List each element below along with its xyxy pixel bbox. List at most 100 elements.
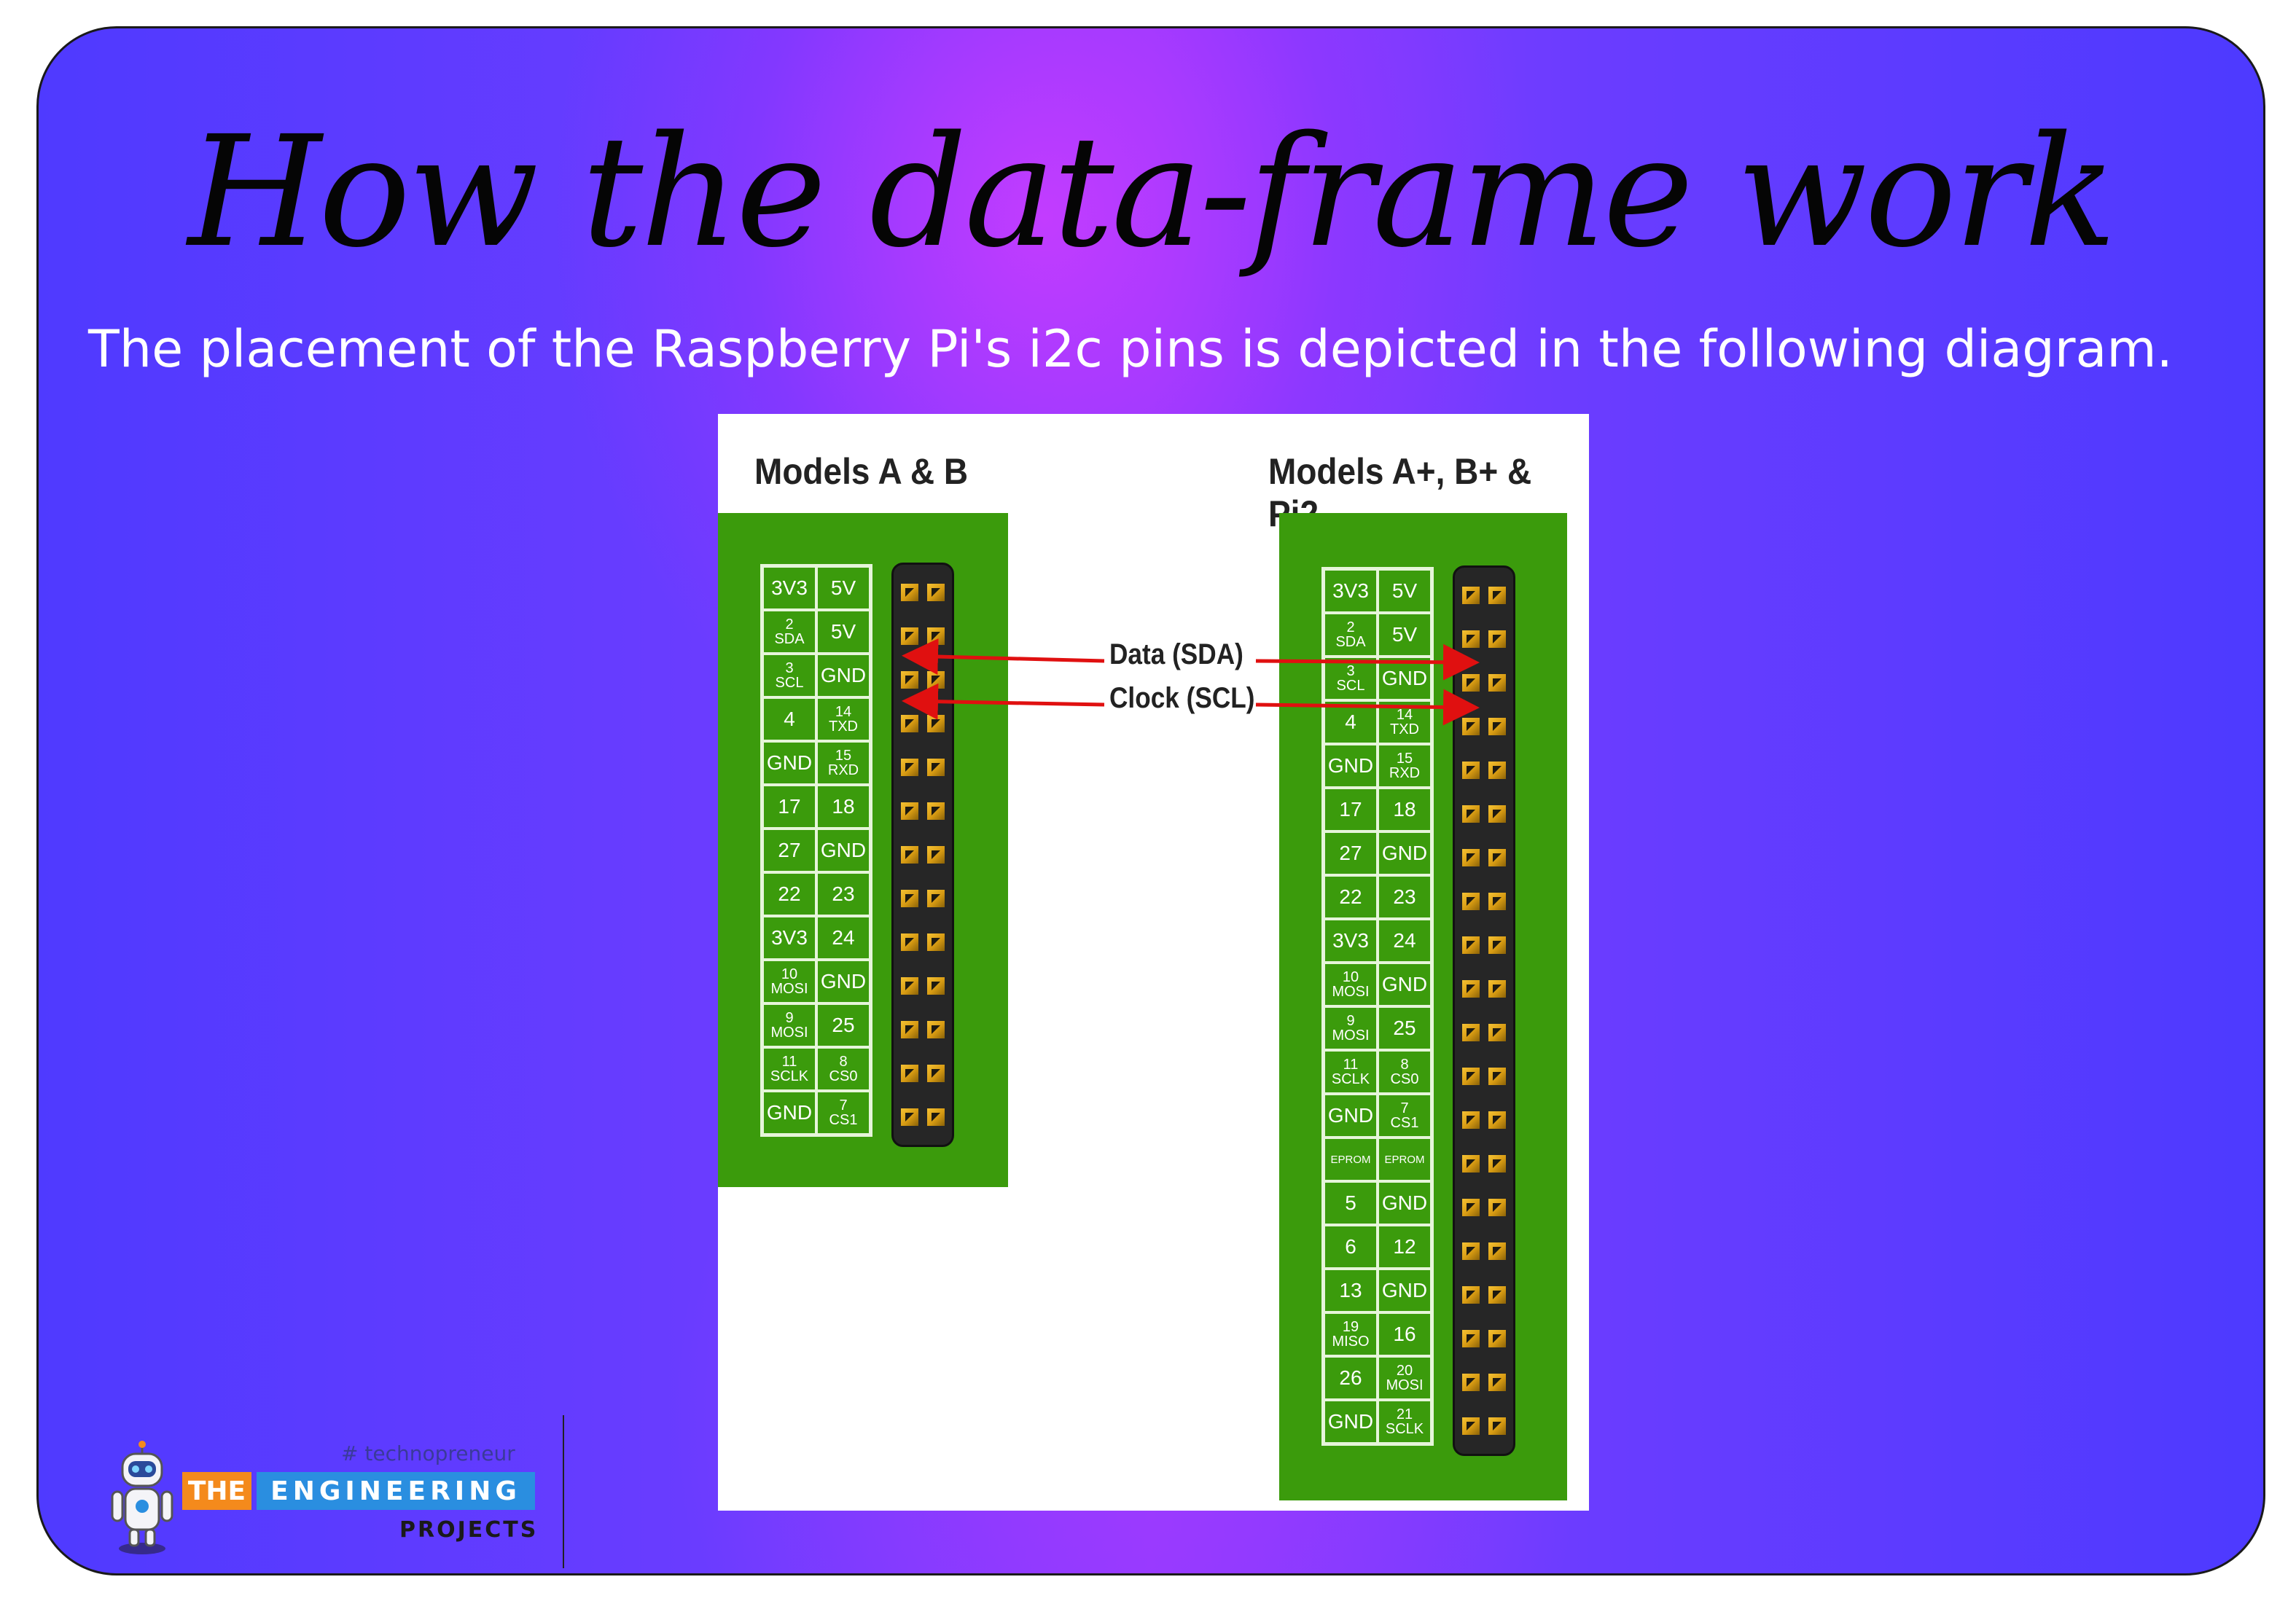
pin-function: CS0 [829, 1068, 858, 1084]
header-pin [1462, 1374, 1480, 1391]
pin-label-cell: 16 [1378, 1312, 1432, 1356]
header-pin [901, 890, 918, 907]
pin-label: GND [1381, 973, 1428, 995]
pin-label-cell: 5V [816, 566, 870, 610]
header-pin [1462, 1155, 1480, 1173]
header-pin-row [901, 1095, 945, 1139]
header-pin-row [1462, 1361, 1506, 1404]
header-pin [1488, 762, 1506, 779]
logo-projects: PROJECTS [399, 1517, 539, 1543]
pin-label-cell: GND [1378, 657, 1432, 700]
header-pin-row [901, 789, 945, 833]
pin-label-cell: 25 [816, 1003, 870, 1047]
header-pin-row [1462, 1273, 1506, 1317]
header-pin [1462, 1111, 1480, 1129]
pin-number: 10 [1342, 969, 1359, 985]
header-pin [1488, 1417, 1506, 1435]
pin-label: 13 [1339, 1279, 1362, 1301]
header-pin-row [1462, 1098, 1506, 1142]
pin-label-cell: GND [762, 741, 816, 785]
pin-label-cell: 3V3 [762, 566, 816, 610]
header-pin [901, 1108, 918, 1126]
pin-label: 22 [778, 882, 801, 905]
header-pin [1462, 1068, 1480, 1085]
scl-arrow-right [1255, 689, 1480, 726]
pin-function: SDA [1335, 634, 1366, 650]
pin-label-cell: 3V3 [762, 916, 816, 960]
header-pin [927, 802, 945, 820]
gpio-diagram: Models A & B Models A+, B+ & Pi2 3V35V2S… [718, 414, 1589, 1511]
header-pin [1462, 762, 1480, 779]
pin-number: 11 [781, 1054, 797, 1070]
i2c-arrows [902, 638, 1480, 726]
pin-label-cell: 22 [762, 872, 816, 916]
pin-number: 14 [1396, 707, 1413, 723]
header-pin [927, 933, 945, 951]
pin-label-cell: GND [1378, 831, 1432, 875]
pin-label: GND [820, 664, 867, 686]
header-pin-row [1462, 1011, 1506, 1054]
scl-label: Clock (SCL) [1109, 682, 1255, 714]
pin-label-cell: GND [1324, 1094, 1378, 1138]
logo-engineering: ENGINEERING [257, 1472, 535, 1510]
header-pin [927, 759, 945, 776]
pin-label-cell: 5V [816, 610, 870, 654]
header-pin [1462, 1242, 1480, 1260]
header-pin [1462, 893, 1480, 910]
pin-function: SDA [774, 631, 805, 647]
pin-label: 5V [1391, 623, 1418, 646]
header-pin [1488, 1374, 1506, 1391]
pin-function: RXD [1389, 765, 1421, 781]
header-pin-row [901, 964, 945, 1008]
pin-number: 11 [1343, 1057, 1359, 1073]
sda-arrow-right [1255, 643, 1480, 681]
pin-label-cell: GND [1378, 1269, 1432, 1312]
pin-function: MOSI [770, 1025, 808, 1041]
pin-label: 17 [778, 795, 801, 818]
header-pin [927, 1021, 945, 1038]
pin-label: GND [1381, 1279, 1428, 1301]
pin-number: 9 [785, 1010, 794, 1026]
pin-function: MOSI [1332, 984, 1370, 1000]
pin-number: 15 [835, 748, 852, 764]
header-pin-row [1462, 1404, 1506, 1448]
logo-tagline: # technopreneur [341, 1441, 515, 1465]
pin-label: 3V3 [1332, 579, 1369, 602]
pin-label: 25 [1393, 1017, 1416, 1039]
logo-divider [563, 1415, 564, 1568]
header-pin-row [1462, 574, 1506, 617]
pin-label-cell: GND [816, 960, 870, 1003]
pin-label-cell: 24 [816, 916, 870, 960]
robot-icon [111, 1441, 173, 1554]
header-pin-row [901, 571, 945, 614]
header-pin [1488, 587, 1506, 604]
header-pin [1488, 1155, 1506, 1173]
pin-label-cell: 17 [762, 785, 816, 829]
header-pin [901, 846, 918, 864]
pin-function: CS0 [1390, 1071, 1419, 1087]
pin-number: 10 [781, 966, 798, 982]
header-pin-row [901, 1008, 945, 1052]
pin-label: 3V3 [771, 576, 808, 599]
pin-label: 5V [830, 620, 856, 643]
header-pin [1462, 1286, 1480, 1304]
header-pin [1462, 1417, 1480, 1435]
header-pin [1462, 587, 1480, 604]
header-pin-row [1462, 1317, 1506, 1361]
pin-number: 3 [785, 660, 794, 676]
header-pin [901, 759, 918, 776]
header-pin [1462, 936, 1480, 954]
header-pin [1462, 1024, 1480, 1041]
pin-label-cell: 12 [1378, 1225, 1432, 1269]
pin-label: EPROM [1330, 1153, 1371, 1166]
pin-function: CS1 [1390, 1115, 1419, 1131]
slide-subtitle: The placement of the Raspberry Pi's i2c … [88, 319, 2173, 379]
